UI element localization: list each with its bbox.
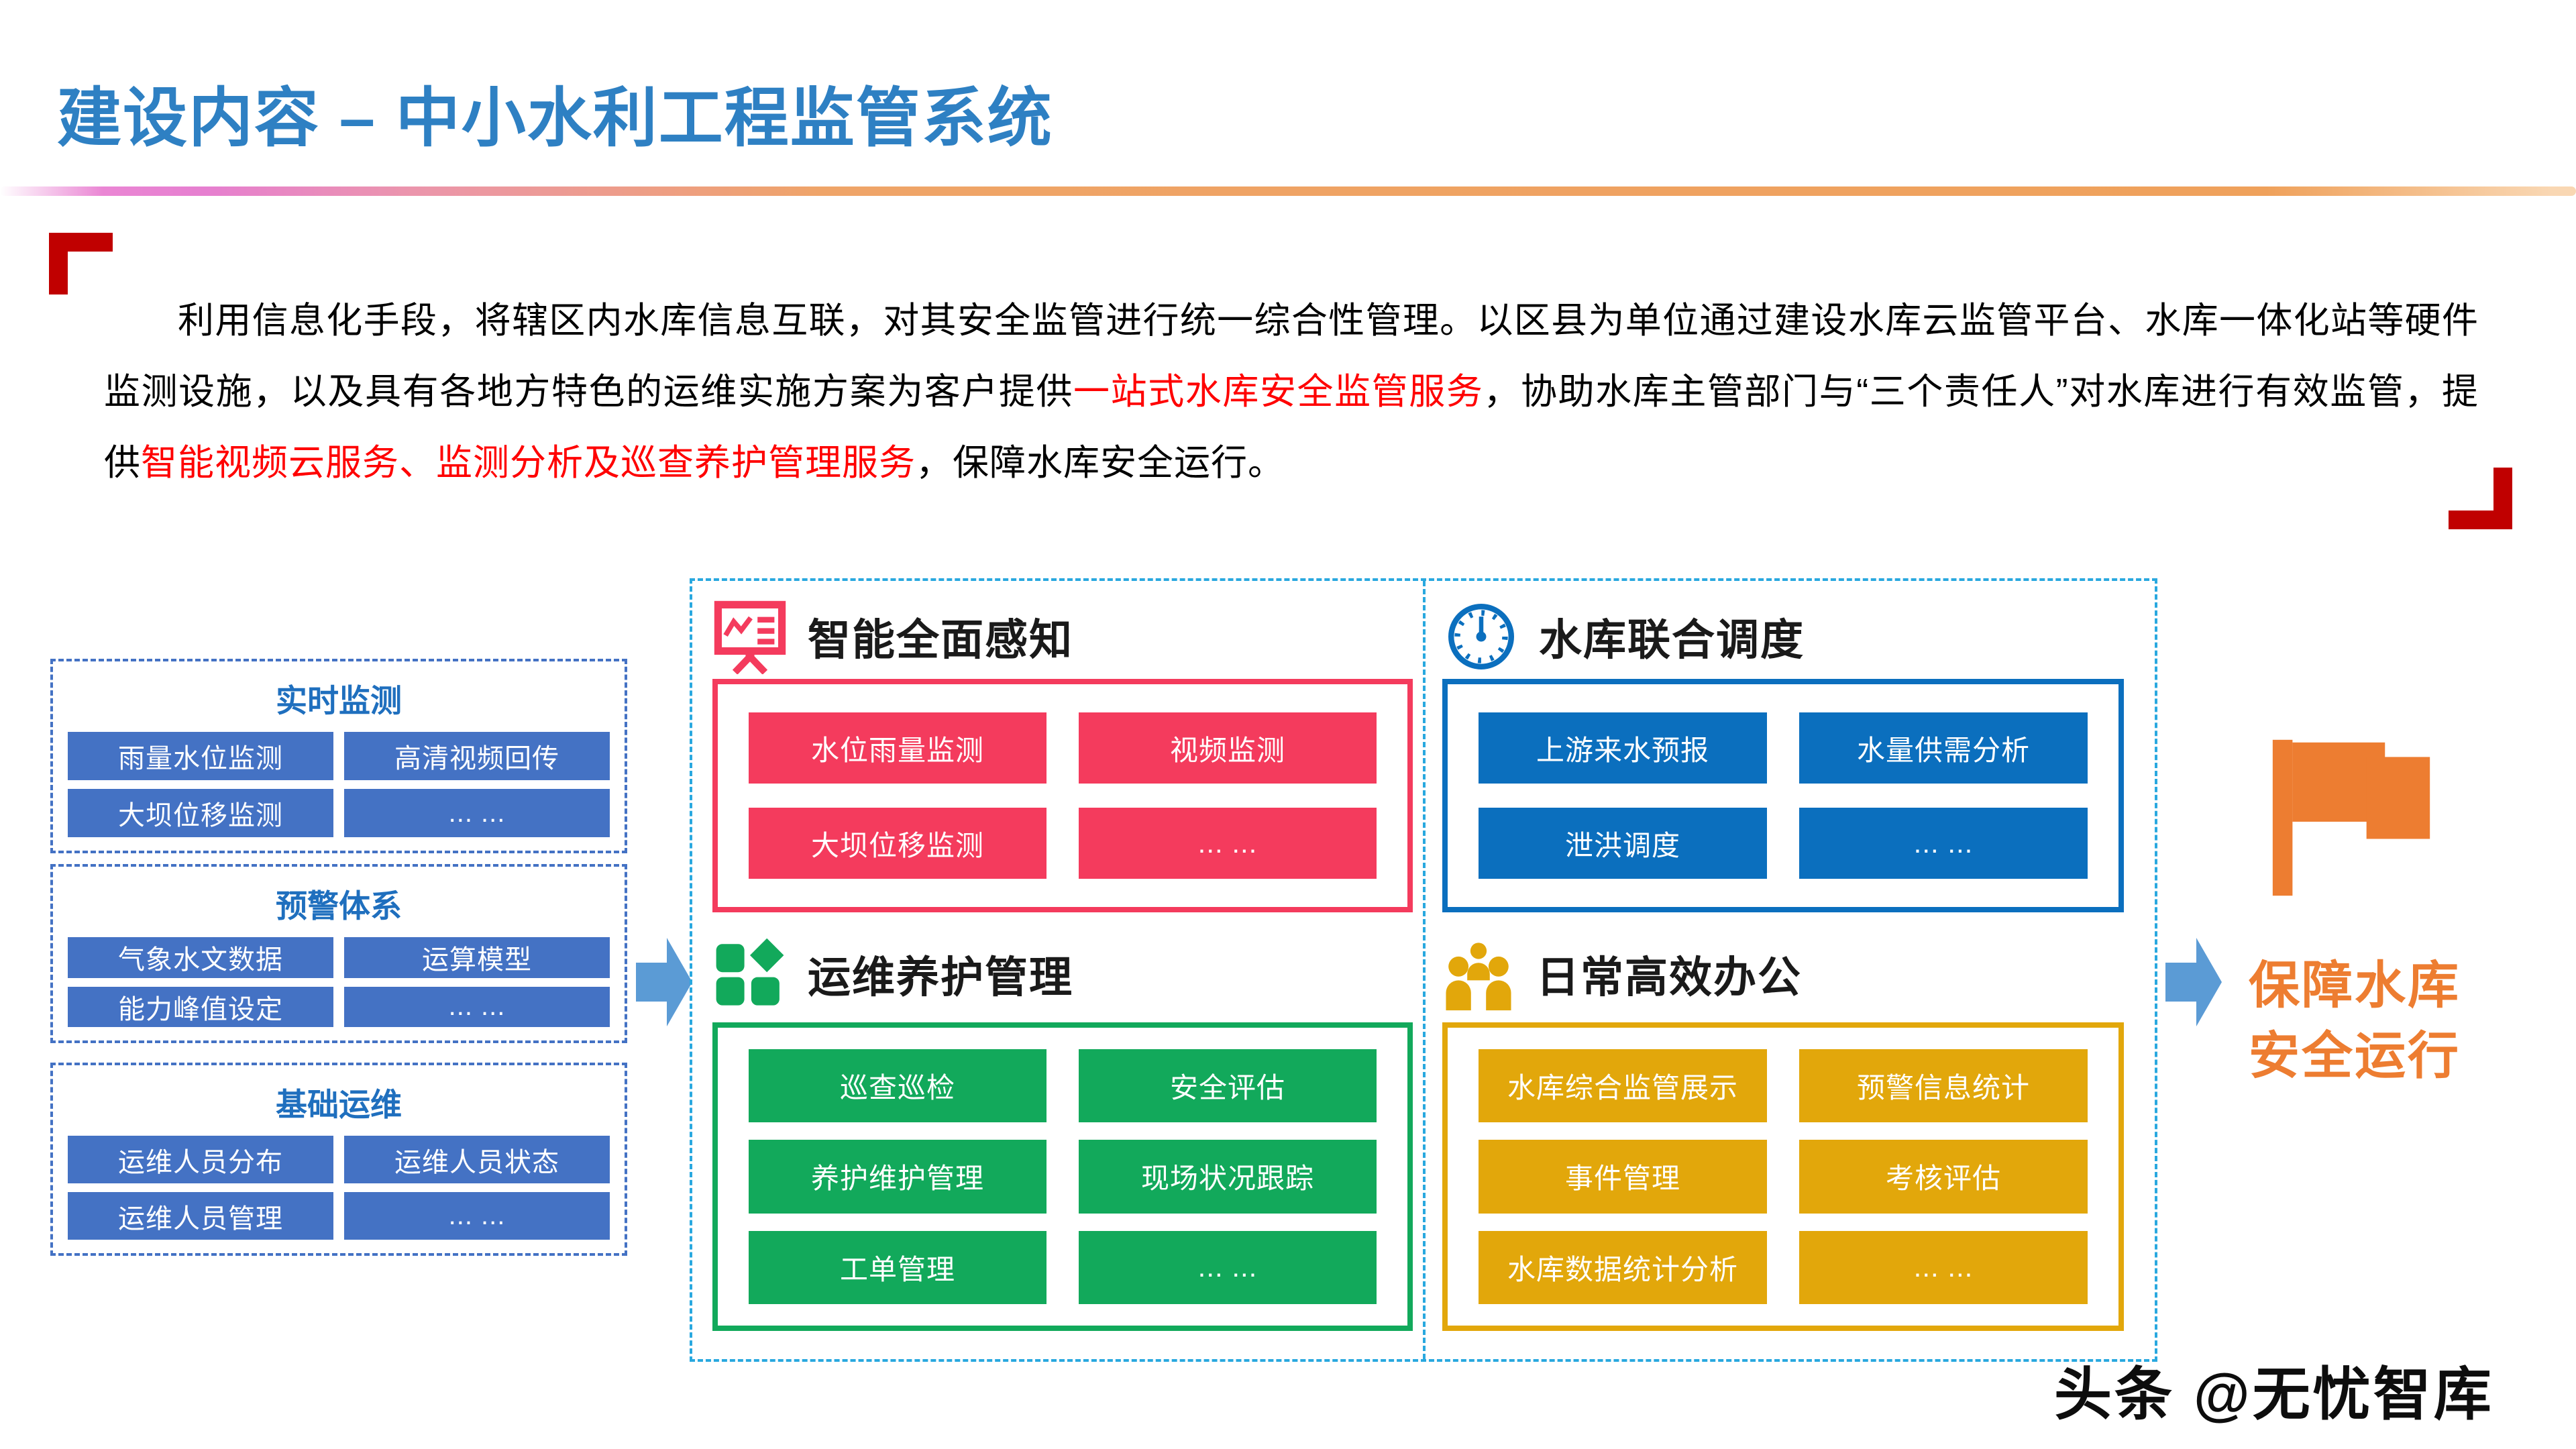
module-chip: 运算模型	[344, 937, 610, 978]
arrow-right-icon	[636, 938, 692, 1026]
module-chip: 水量供需分析	[1799, 712, 2088, 784]
quadrant-ops-maintenance-header: 运维养护管理	[712, 936, 1073, 1012]
flag-icon	[2272, 739, 2430, 896]
quadrant-smart-sensing-box: 水位雨量监测 视频监测 大坝位移监测 ... ...	[712, 679, 1413, 912]
quadrant-daily-office-header: 日常高效办公	[1441, 936, 1802, 1012]
people-group-icon	[1446, 943, 1511, 1011]
module-chip: ... ...	[344, 1192, 610, 1240]
panel-realtime-monitoring: 实时监测 雨量水位监测 高清视频回传 大坝位移监测 ... ...	[50, 659, 627, 853]
clock-icon	[1448, 604, 1514, 669]
panel-title: 基础运维	[276, 1087, 402, 1122]
module-chip: 雨量水位监测	[68, 732, 333, 780]
module-chip: 泄洪调度	[1479, 808, 1767, 879]
panel-button-grid: 雨量水位监测 高清视频回传 大坝位移监测 ... ...	[68, 732, 610, 837]
module-chip: 水库综合监管展示	[1479, 1049, 1767, 1123]
panel-title: 实时监测	[276, 683, 402, 718]
module-chip: 能力峰值设定	[68, 986, 333, 1027]
module-chip: 现场状况跟踪	[1079, 1140, 1377, 1214]
paragraph-highlight: 一站式水库安全监管服务	[1073, 372, 1484, 412]
module-chip: 事件管理	[1479, 1140, 1767, 1214]
module-chip: 高清视频回传	[344, 732, 610, 780]
quadrant-joint-dispatch-box: 上游来水预报 水量供需分析 泄洪调度 ... ...	[1442, 679, 2124, 912]
panel-early-warning: 预警体系 气象水文数据 运算模型 能力峰值设定 ... ...	[50, 864, 627, 1043]
panel-button-grid: 运维人员分布 运维人员状态 运维人员管理 ... ...	[68, 1136, 610, 1240]
module-chip: ... ...	[1079, 1230, 1377, 1304]
outcome-line: 安全运行	[2249, 1027, 2461, 1085]
quadrant-title: 日常高效办公	[1536, 953, 1802, 1002]
paragraph-segment: ，保障水库安全运行。	[916, 443, 1285, 483]
module-chip: ... ...	[344, 789, 610, 837]
corner-bracket-top-left	[49, 233, 113, 294]
module-chip: ... ...	[1079, 808, 1377, 879]
module-chip: ... ...	[344, 986, 610, 1027]
module-chip: 视频监测	[1079, 712, 1377, 784]
module-chip: ... ...	[1799, 1230, 2088, 1304]
grid-diamond-icon	[716, 938, 784, 1006]
quadrant-ops-maintenance-box: 巡查巡检 安全评估 养护维护管理 现场状况跟踪 工单管理 ... ...	[712, 1022, 1413, 1331]
paragraph-segment: 利用信息化手段，将辖区内水库信息互联，对其安全监管进行统一综合性管理。以区县为单…	[104, 301, 2479, 412]
quadrant-title: 运维养护管理	[808, 953, 1073, 1002]
platform-container	[690, 578, 2157, 1362]
module-chip: ... ...	[1799, 808, 2088, 879]
module-chip: 安全评估	[1079, 1049, 1377, 1123]
module-chip: 工单管理	[749, 1230, 1046, 1304]
title-divider-gradient	[0, 186, 2576, 196]
paragraph-highlight: 智能视频云服务、监测分析及巡查养护管理服务	[141, 443, 916, 483]
module-chip: 巡查巡检	[749, 1049, 1046, 1123]
chart-board-icon	[714, 600, 786, 674]
panel-button-grid: 气象水文数据 运算模型 能力峰值设定 ... ...	[68, 937, 610, 1027]
module-chip: 水库数据统计分析	[1479, 1230, 1767, 1304]
module-chip: 上游来水预报	[1479, 712, 1767, 784]
module-chip: 考核评估	[1799, 1140, 2088, 1214]
module-chip: 大坝位移监测	[68, 789, 333, 837]
corner-bracket-bottom-right	[2449, 468, 2512, 529]
quadrant-title: 水库联合调度	[1539, 616, 1805, 664]
module-chip: 预警信息统计	[1799, 1049, 2088, 1123]
outcome-line: 保障水库	[2249, 957, 2461, 1014]
platform-column-divider	[1423, 581, 1426, 1359]
module-chip: 运维人员状态	[344, 1136, 610, 1183]
module-chip: 大坝位移监测	[749, 808, 1046, 879]
module-chip: 气象水文数据	[68, 937, 333, 978]
arrow-right-icon	[2165, 938, 2222, 1026]
paragraph-segment: ，协助水库主管部门与“三个责任人”对水库进行有效监管，提供	[104, 372, 2479, 483]
module-chip: 运维人员管理	[68, 1192, 333, 1240]
quadrant-smart-sensing-header: 智能全面感知	[712, 599, 1073, 674]
panel-title: 预警体系	[276, 888, 402, 924]
module-chip: 运维人员分布	[68, 1136, 333, 1183]
quadrant-title: 智能全面感知	[808, 616, 1073, 664]
panel-basic-operations: 基础运维 运维人员分布 运维人员状态 运维人员管理 ... ...	[50, 1063, 627, 1256]
module-chip: 水位雨量监测	[749, 712, 1046, 784]
watermark: 头条 @无忧智库	[2054, 1362, 2494, 1427]
quadrant-daily-office-box: 水库综合监管展示 预警信息统计 事件管理 考核评估 水库数据统计分析 ... .…	[1442, 1022, 2124, 1331]
intro-paragraph: 利用信息化手段，将辖区内水库信息互联，对其安全监管进行统一综合性管理。以区县为单…	[104, 285, 2479, 498]
quadrant-joint-dispatch-header: 水库联合调度	[1444, 599, 1805, 674]
outcome-label: 保障水库 安全运行	[2207, 951, 2502, 1092]
module-chip: 养护维护管理	[749, 1140, 1046, 1214]
page-title: 建设内容 – 中小水利工程监管系统	[57, 83, 1053, 154]
